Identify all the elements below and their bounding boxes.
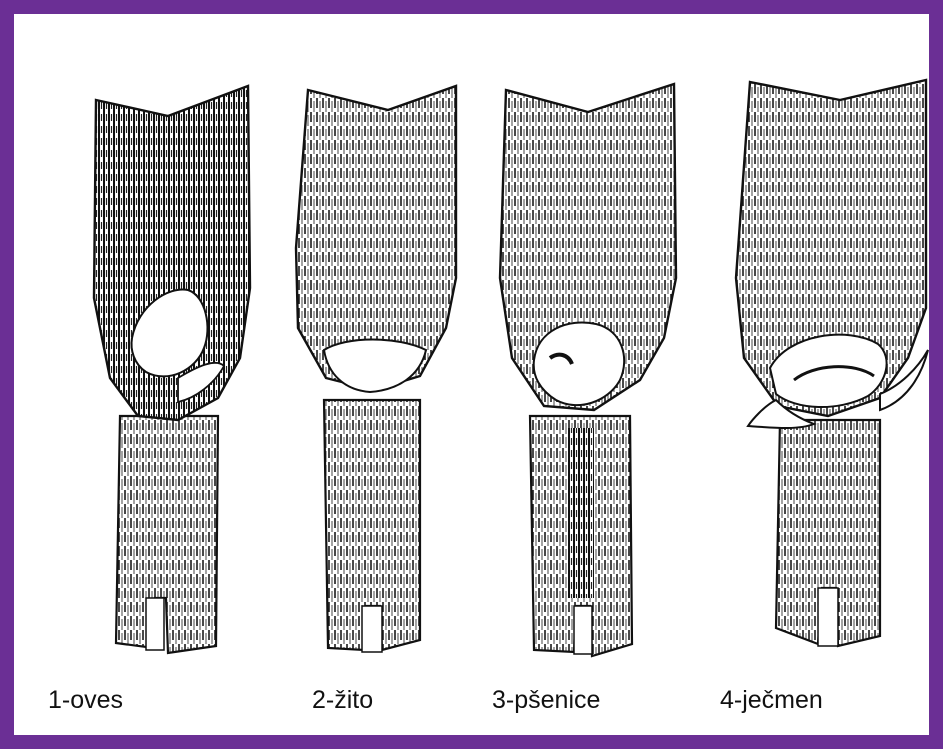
plant-psenice	[500, 84, 676, 656]
plant-zito	[296, 86, 456, 652]
grass-leaf-ligule-illustration	[28, 28, 943, 749]
figure-canvas: 1-oves 2-žito 3-pšenice 4-ječmen	[28, 28, 943, 749]
label-jecmen: 4-ječmen	[720, 686, 823, 715]
label-oves: 1-oves	[48, 686, 123, 715]
plant-oves	[94, 86, 250, 653]
plant-jecmen	[736, 80, 928, 646]
label-zito: 2-žito	[312, 686, 373, 715]
label-psenice: 3-pšenice	[492, 686, 600, 715]
